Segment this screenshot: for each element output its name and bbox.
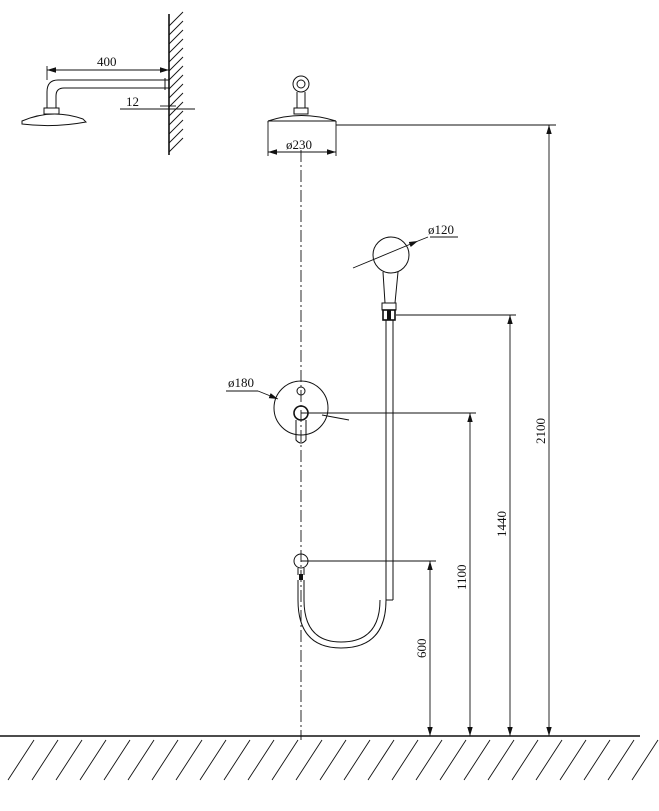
label-height-head: 2100 — [533, 418, 548, 444]
floor-hatch-line — [415, 739, 443, 781]
floor-hatch-line — [487, 739, 515, 781]
dimension-height-head: 2100 — [336, 124, 556, 736]
floor-hatch-line — [391, 739, 419, 781]
floor-hatch-line — [151, 739, 179, 781]
side-view-shower-arm — [21, 78, 169, 127]
hand-shower — [372, 236, 410, 321]
floor-hatch-line — [319, 739, 347, 781]
floor-hatch-line — [607, 739, 635, 781]
slide-rail — [385, 320, 394, 601]
wall-hatch-line — [168, 38, 184, 54]
label-height-rail-top: 1440 — [494, 511, 509, 537]
floor-hatch-line — [511, 739, 539, 781]
floor-hatch-line — [559, 739, 587, 781]
wall-hatch-line — [168, 128, 184, 144]
floor-hatch-line — [439, 739, 467, 781]
wall-hatch-line — [168, 137, 184, 153]
dimension-hand-diameter: ø120 — [352, 222, 458, 269]
floor-hatch-line — [199, 739, 227, 781]
mixer-valve — [273, 380, 329, 444]
floor-hatch-line — [223, 739, 251, 781]
label-plate-diameter: ø180 — [228, 375, 254, 390]
floor-hatch-line — [535, 739, 563, 781]
wall-outlet-and-hose — [293, 553, 387, 649]
wall-hatch-line — [168, 56, 184, 72]
label-arm-offset: 12 — [126, 94, 139, 109]
wall-hatch-line — [168, 83, 184, 99]
dimension-height-valve: 1100 — [301, 412, 476, 736]
floor-hatch-line — [343, 739, 371, 781]
wall-hatch-line — [168, 29, 184, 45]
floor-hatch-line — [79, 739, 107, 781]
floor-hatch-line — [271, 739, 299, 781]
floor — [0, 735, 659, 781]
wall-hatch-line — [168, 119, 184, 135]
label-height-valve: 1100 — [454, 564, 469, 590]
overhead-shower-head — [267, 75, 337, 123]
floor-hatch-line — [175, 739, 203, 781]
label-hand-diameter: ø120 — [428, 222, 454, 237]
label-height-outlet: 600 — [414, 639, 429, 659]
wall-hatch-line — [168, 11, 184, 27]
wall-hatch-line — [168, 110, 184, 126]
floor-hatch-line — [55, 739, 83, 781]
label-arm-length: 400 — [97, 54, 117, 69]
wall-hatch-line — [168, 20, 184, 36]
floor-hatch-line — [295, 739, 323, 781]
floor-hatch-line — [463, 739, 491, 781]
dimension-height-rail-top: 1440 — [396, 314, 516, 736]
dimension-height-outlet: 600 — [301, 560, 436, 736]
dimension-arm-length: 400 — [46, 54, 169, 80]
dimension-head-diameter: ø230 — [267, 123, 337, 156]
wall-section — [168, 11, 184, 155]
floor-hatch-line — [103, 739, 131, 781]
floor-hatch-line — [367, 739, 395, 781]
floor-hatch-line — [631, 739, 659, 781]
label-head-diameter: ø230 — [286, 137, 312, 152]
floor-hatch-line — [31, 739, 59, 781]
dimension-plate-diameter: ø180 — [226, 375, 350, 421]
dimension-arm-offset: 12 — [120, 94, 195, 110]
floor-hatch-line — [247, 739, 275, 781]
floor-hatch-line — [127, 739, 155, 781]
wall-hatch-line — [168, 65, 184, 81]
floor-hatch-line — [583, 739, 611, 781]
wall-hatch-line — [168, 74, 184, 90]
floor-hatch-line — [7, 739, 35, 781]
wall-hatch-line — [168, 47, 184, 63]
wall-hatch-line — [168, 92, 184, 108]
